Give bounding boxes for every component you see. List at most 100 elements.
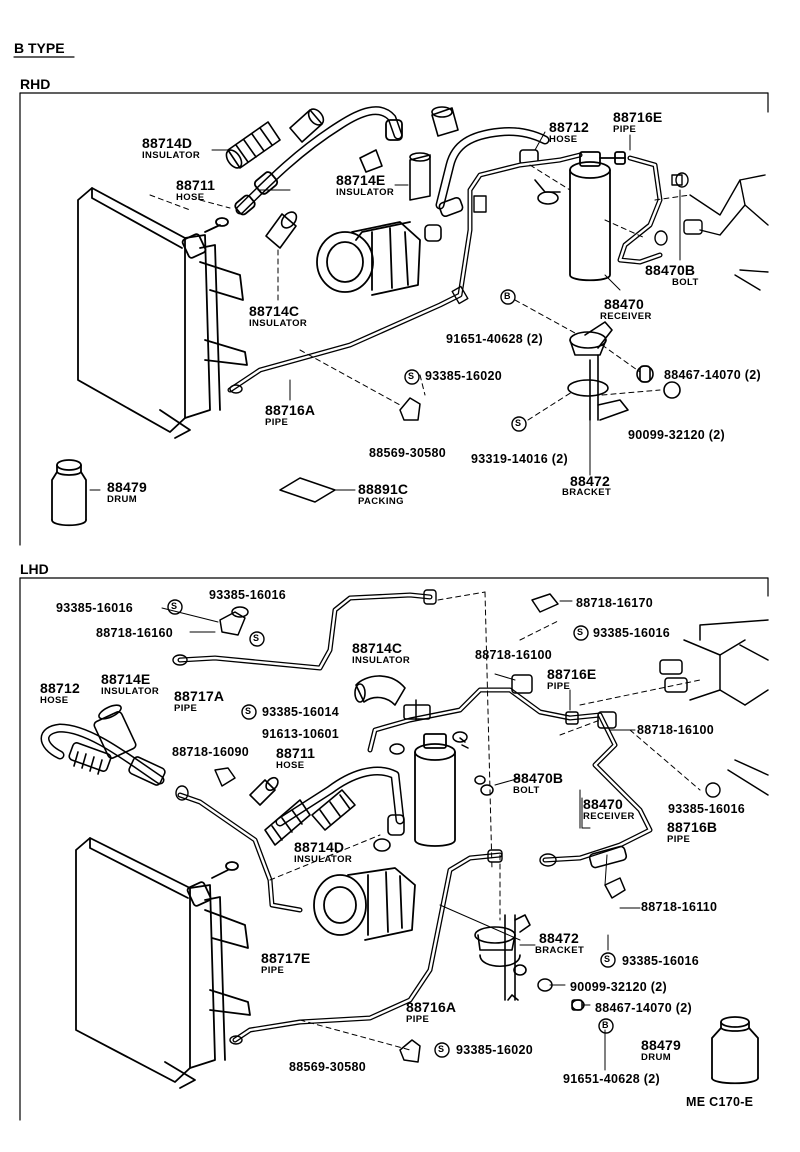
figure-code: ME C170-E <box>686 1095 754 1109</box>
rhd-88472-number: 88472 <box>570 473 610 489</box>
lhd-90099-32120: 90099-32120 (2) <box>570 980 667 994</box>
rhd-88470-name: RECEIVER <box>600 311 652 322</box>
rhd-drum <box>51 459 87 527</box>
rhd-88716A-number: 88716A <box>265 402 316 418</box>
rhd-pipe-88716E <box>617 155 663 265</box>
lhd-93385-16016-e: 93385-16016 <box>622 954 699 968</box>
lhd-93385-16016-d: 93385-16016 <box>668 802 745 816</box>
lhd-88718-16100-a: 88718-16100 <box>475 648 552 662</box>
lhd-93385-16016-b: 93385-16016 <box>209 588 286 602</box>
lhd-s-marker-b: S <box>253 633 260 643</box>
lhd-88716A-number: 88716A <box>406 999 457 1015</box>
rhd-91651-40628: 91651-40628 (2) <box>446 332 543 346</box>
lhd-88479-number: 88479 <box>641 1037 681 1053</box>
rhd-88467-14070: 88467-14070 (2) <box>664 368 761 382</box>
rhd-88712-number: 88712 <box>549 119 589 135</box>
type-title: B TYPE <box>14 40 65 56</box>
lhd-section-label: LHD <box>20 561 49 577</box>
lhd-88718-16090: 88718-16090 <box>172 745 249 759</box>
rhd-insulator-88714C <box>265 211 298 301</box>
lhd-88714D-number: 88714D <box>294 839 345 855</box>
rhd-90099-32120: 90099-32120 (2) <box>628 428 725 442</box>
lhd-receiver <box>414 733 456 847</box>
rhd-88472-name: BRACKET <box>562 487 612 498</box>
rhd-fitting-88714E <box>359 149 431 201</box>
rhd-93385-16020: 93385-16020 <box>425 369 502 383</box>
lhd-88470B-name: BOLT <box>513 785 540 796</box>
rhd-88714C-name: INSULATOR <box>249 318 308 329</box>
rhd-88712-name: HOSE <box>549 134 578 145</box>
rhd-frame <box>19 92 769 546</box>
lhd-91651-40628: 91651-40628 (2) <box>563 1072 660 1086</box>
lhd-drum <box>711 1016 759 1085</box>
rhd-88891C-name: PACKING <box>358 496 404 507</box>
lhd-88718-16160: 88718-16160 <box>96 626 173 640</box>
rhd-evaporator <box>77 187 248 439</box>
rhd-88714E-name: INSULATOR <box>336 187 395 198</box>
rhd-88470B-name: BOLT <box>672 277 699 288</box>
lhd-clamp-88718-16160 <box>219 606 249 636</box>
rhd-receiver <box>569 151 626 282</box>
lhd-93385-16014: 93385-16014 <box>262 705 339 719</box>
lhd-s-marker-e: S <box>604 954 611 964</box>
lhd-88717E-number: 88717E <box>261 950 311 966</box>
rhd-88716A-name: PIPE <box>265 417 289 428</box>
lhd-88717E-name: PIPE <box>261 965 285 976</box>
lhd-s-marker-d: S <box>245 706 252 716</box>
lhd-hose-88711 <box>275 766 405 827</box>
lhd-s-marker-a: S <box>171 601 178 611</box>
rhd-88891C-number: 88891C <box>358 481 409 497</box>
lhd-93385-16016-a: 93385-16016 <box>56 601 133 615</box>
rhd-hose-88712 <box>435 127 550 210</box>
rhd-bracket <box>567 321 681 421</box>
lhd-88472-name: BRACKET <box>535 945 585 956</box>
lhd-compressor <box>313 867 416 941</box>
rhd-88714E-number: 88714E <box>336 172 386 188</box>
lhd-88716E-name: PIPE <box>547 681 571 692</box>
lhd-s-marker-c: S <box>577 627 584 637</box>
rhd-88714D-name: INSULATOR <box>142 150 201 161</box>
lhd-88569-30580: 88569-30580 <box>289 1060 366 1074</box>
lhd-88714C-name: INSULATOR <box>352 655 411 666</box>
lhd-s-marker-f: S <box>438 1044 445 1054</box>
lhd-88718-16170: 88718-16170 <box>576 596 653 610</box>
lhd-clamp-88718-16170 <box>531 593 559 613</box>
lhd-88711-name: HOSE <box>276 760 305 771</box>
rhd-packing <box>279 477 336 503</box>
lhd-88714D-name: INSULATOR <box>294 854 353 865</box>
rhd-88479-number: 88479 <box>107 479 147 495</box>
rhd-88711-number: 88711 <box>176 177 216 193</box>
lhd-evaporator <box>75 837 251 1089</box>
lhd-93385-16020: 93385-16020 <box>456 1043 533 1057</box>
rhd-insulator-88714D <box>225 108 325 169</box>
lhd-88472-number: 88472 <box>539 930 579 946</box>
rhd-s-marker-2: S <box>515 418 522 428</box>
rhd-88716E-number: 88716E <box>613 109 663 125</box>
lhd-pipe-88717E <box>177 792 303 913</box>
lhd-88718-16110: 88718-16110 <box>641 900 718 914</box>
rhd-88716E-name: PIPE <box>613 124 637 135</box>
lhd-88718-16100-b: 88718-16100 <box>637 723 714 737</box>
lhd-88716A-name: PIPE <box>406 1014 430 1025</box>
lhd-88712-name: HOSE <box>40 695 69 706</box>
rhd-88714C-number: 88714C <box>249 303 300 319</box>
lhd-88470-name: RECEIVER <box>583 811 635 822</box>
lhd-93385-16016-c: 93385-16016 <box>593 626 670 640</box>
lhd-88470B-number: 88470B <box>513 770 564 786</box>
rhd-88711-name: HOSE <box>176 192 205 203</box>
rhd-88470B-number: 88470B <box>645 262 696 278</box>
rhd-compressor <box>316 221 421 296</box>
lhd-88714C-number: 88714C <box>352 640 403 656</box>
rhd-88479-name: DRUM <box>107 494 138 505</box>
lhd-88717A-number: 88717A <box>174 688 225 704</box>
rhd-88714D-number: 88714D <box>142 135 193 151</box>
lhd-88711-number: 88711 <box>276 745 316 761</box>
lhd-88714E-name: INSULATOR <box>101 686 160 697</box>
lhd-88467-14070: 88467-14070 (2) <box>595 1001 692 1015</box>
lhd-88479-name: DRUM <box>641 1052 672 1063</box>
lhd-frame <box>19 577 769 1121</box>
lhd-88716B-number: 88716B <box>667 819 718 835</box>
lhd-bracket <box>474 914 531 1001</box>
lhd-b-marker: B <box>602 1020 609 1030</box>
